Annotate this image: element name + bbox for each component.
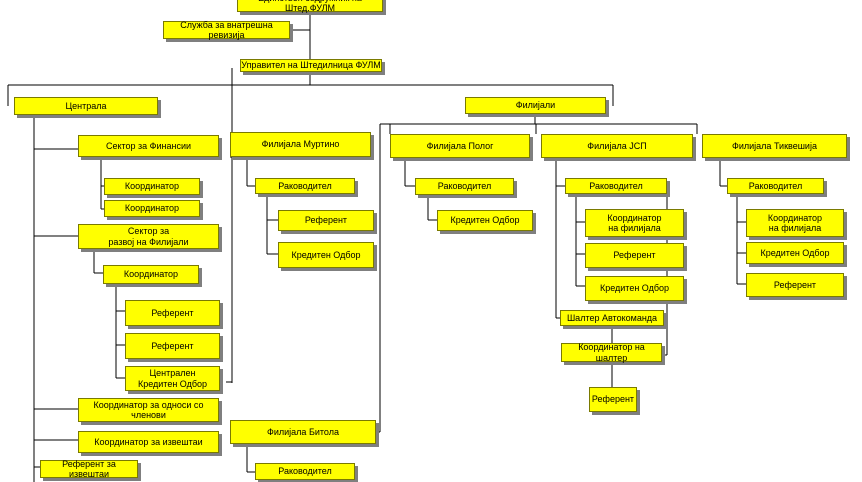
jsp-counter-coordinator-box: Координатор на шалтер: [561, 342, 662, 363]
dev-coordinator-box: Координатор: [103, 265, 199, 284]
jsp-branch-coordinator-box: Координатор на филијала: [585, 209, 684, 237]
central-credit-committee-box: Централен Кредитен Одбор: [125, 366, 220, 391]
reports-coordinator-box: Координатор за извештаи: [78, 431, 219, 453]
polog-credit-committee-box: Кредитен Одбор: [437, 210, 533, 231]
manager-box: Управител на Штедилница ФУЛМ: [240, 59, 382, 72]
dev-sector-box: Сектор за развој на Филијали: [78, 224, 219, 249]
reports-referent-box: Референт за извештаи: [40, 459, 138, 479]
branch-jsp-box: Филијала ЈСП: [541, 134, 693, 158]
jsp-counter-referent-box: Референт: [589, 387, 637, 412]
jsp-counter-box: Шалтер Автокоманда: [560, 310, 664, 326]
tikves-referent-box: Референт: [746, 273, 844, 297]
murtino-credit-committee-box: Кредитен Одбор: [278, 242, 374, 268]
murtino-head-box: Раководител: [255, 178, 355, 194]
branches-box: Филијали: [465, 97, 606, 114]
top-owner-box: Единствен содружник на Штед.ФУЛМ: [237, 0, 383, 13]
branch-murtino-box: Филијала Муртино: [230, 132, 371, 157]
internal-audit-box: Служба за внатрешна ревизија: [163, 20, 290, 40]
murtino-referent-box: Референт: [278, 210, 374, 231]
jsp-credit-committee-box: Кредитен Одбор: [585, 276, 684, 301]
dev-referent-2-box: Референт: [125, 333, 220, 359]
branch-tikves-box: Филијала Тиквешија: [702, 134, 847, 158]
polog-head-box: Раководител: [415, 178, 514, 195]
member-relations-coordinator-box: Координатор за односи со членови: [78, 398, 219, 422]
connector-lines: [7, 12, 746, 482]
bitola-head-box: Раководител: [255, 463, 355, 480]
finance-sector-box: Сектор за Финансии: [78, 135, 219, 157]
branch-bitola-box: Филијала Битола: [230, 420, 376, 444]
jsp-referent-box: Референт: [585, 243, 684, 268]
finance-coordinator-1-box: Координатор: [104, 178, 200, 195]
jsp-head-box: Раководител: [565, 178, 667, 194]
dev-referent-1-box: Референт: [125, 300, 220, 326]
central-box: Централа: [14, 97, 158, 115]
tikves-credit-committee-box: Кредитен Одбор: [746, 242, 844, 264]
branch-polog-box: Филијала Полог: [390, 134, 530, 158]
tikves-branch-coordinator-box: Координатор на филијала: [746, 209, 844, 237]
tikves-head-box: Раководител: [727, 178, 824, 194]
finance-coordinator-2-box: Координатор: [104, 200, 200, 217]
